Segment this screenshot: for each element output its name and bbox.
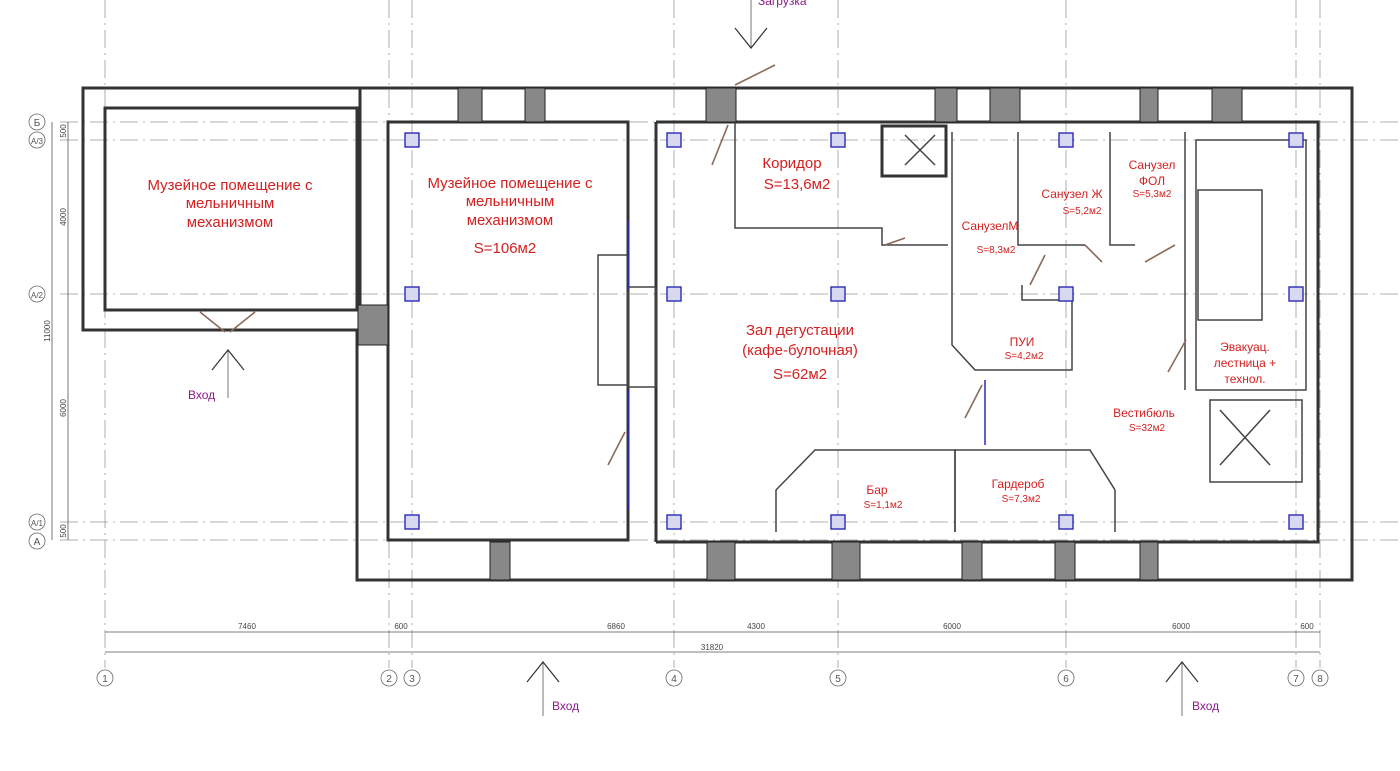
dim-v-2: 4000 xyxy=(59,208,68,226)
dim-h-7: 600 xyxy=(1300,622,1314,631)
svg-text:А/2: А/2 xyxy=(31,291,44,300)
dim-h-4: 4300 xyxy=(747,622,765,631)
entry-left-label: Вход xyxy=(188,388,215,402)
room-corridor: Коридор xyxy=(762,155,821,172)
room-vestibule-area: S=32м2 xyxy=(1129,423,1166,434)
room-stair-line3: технол. xyxy=(1224,372,1265,386)
axis-marker-b: Б xyxy=(28,113,46,131)
room-wc-fol-line2: ФОЛ xyxy=(1139,174,1165,188)
dim-h-6: 6000 xyxy=(1172,622,1190,631)
entry-markers: Загрузка Вход Вход Вход xyxy=(188,0,1219,716)
dim-h-5: 6000 xyxy=(943,622,961,631)
vertical-dimensions: 500 4000 6000 500 11000 Б А/3 А/2 А/1 А xyxy=(28,113,69,550)
room-wc-f-area: S=5,2м2 xyxy=(1063,206,1102,217)
room-bar-area: S=1,1м2 xyxy=(864,500,903,511)
room-wc-fol-area: S=5,3м2 xyxy=(1133,189,1172,200)
room-pui: ПУИ xyxy=(1010,335,1035,349)
wall-piers xyxy=(357,87,1243,581)
arrow-up-icon xyxy=(1165,661,1199,716)
entry-loading-label: Загрузка xyxy=(758,0,807,8)
horizontal-dimensions: 7460 600 6860 4300 6000 6000 600 31820 1… xyxy=(96,622,1329,687)
entry-bottom-2-label: Вход xyxy=(1192,699,1219,713)
axis-marker-2: 2 xyxy=(380,669,398,687)
axis-marker-7: 7 xyxy=(1287,669,1305,687)
dim-v-4: 500 xyxy=(59,524,68,538)
doors xyxy=(199,64,1187,466)
axis-marker-1: 1 xyxy=(96,669,114,687)
svg-text:А/1: А/1 xyxy=(31,519,44,528)
svg-text:Б: Б xyxy=(34,118,41,129)
room-cloak-area: S=7,3м2 xyxy=(1002,494,1041,505)
room-hall-line1: Зал дегустации xyxy=(746,322,854,339)
room-cloak: Гардероб xyxy=(992,477,1045,491)
svg-text:А/3: А/3 xyxy=(31,137,44,146)
dim-v-1: 500 xyxy=(59,124,68,138)
room-stair-line1: Эвакуац. xyxy=(1220,340,1270,354)
room-pui-area: S=4,2м2 xyxy=(1005,351,1044,362)
svg-text:3: 3 xyxy=(409,674,415,685)
walls xyxy=(81,86,1354,582)
room-museum-left-line1: Музейное помещение с xyxy=(147,177,313,194)
room-hall-area: S=62м2 xyxy=(773,366,827,383)
room-stair-line2: лестница + xyxy=(1214,356,1276,370)
dim-v-total: 11000 xyxy=(43,320,52,342)
svg-text:А: А xyxy=(34,537,41,548)
room-wc-fol-line1: Санузел xyxy=(1129,158,1176,172)
room-vestibule: Вестибюль xyxy=(1113,406,1175,420)
svg-text:2: 2 xyxy=(386,674,392,685)
axis-marker-5: 5 xyxy=(829,669,847,687)
room-bar: Бар xyxy=(866,483,888,497)
columns xyxy=(404,132,1304,530)
entry-bottom-1-label: Вход xyxy=(552,699,579,713)
axis-marker-8: 8 xyxy=(1311,669,1329,687)
axis-marker-a1: А/1 xyxy=(28,513,46,531)
room-museum-left-line2: мельничным xyxy=(186,195,275,212)
grid-lines xyxy=(60,0,1400,668)
axis-marker-a: А xyxy=(28,532,46,550)
arrow-up-icon xyxy=(211,349,245,398)
axis-marker-3: 3 xyxy=(403,669,421,687)
room-museum-main-area: S=106м2 xyxy=(474,240,536,257)
arrow-up-icon xyxy=(526,661,560,716)
axis-marker-a2: А/2 xyxy=(28,285,46,303)
dim-v-3: 6000 xyxy=(59,399,68,417)
room-corridor-area: S=13,6м2 xyxy=(764,176,831,193)
room-museum-main-line1: Музейное помещение с xyxy=(427,175,593,192)
svg-text:1: 1 xyxy=(102,674,108,685)
svg-text:5: 5 xyxy=(835,674,841,685)
dim-h-3: 6860 xyxy=(607,622,625,631)
room-wc-m: СанузелМ xyxy=(962,219,1019,233)
svg-text:6: 6 xyxy=(1063,674,1069,685)
svg-text:4: 4 xyxy=(671,674,677,685)
room-museum-left-line3: механизмом xyxy=(187,214,274,231)
axis-marker-4: 4 xyxy=(665,669,683,687)
room-museum-main-line3: механизмом xyxy=(467,212,554,229)
room-wc-f: Санузел Ж xyxy=(1041,187,1102,201)
dim-h-2: 600 xyxy=(394,622,408,631)
room-museum-main-line2: мельничным xyxy=(466,193,555,210)
dim-h-1: 7460 xyxy=(238,622,256,631)
svg-text:7: 7 xyxy=(1293,674,1299,685)
arrow-down-icon xyxy=(734,0,768,49)
room-wc-m-area: S=8,3м2 xyxy=(977,245,1016,256)
axis-marker-a3: А/3 xyxy=(28,131,46,149)
svg-text:8: 8 xyxy=(1317,674,1323,685)
axis-marker-6: 6 xyxy=(1057,669,1075,687)
room-hall-line2: (кафе-булочная) xyxy=(742,342,858,359)
room-labels: Музейное помещение с мельничным механизм… xyxy=(147,155,1276,511)
dim-h-total: 31820 xyxy=(701,643,724,652)
